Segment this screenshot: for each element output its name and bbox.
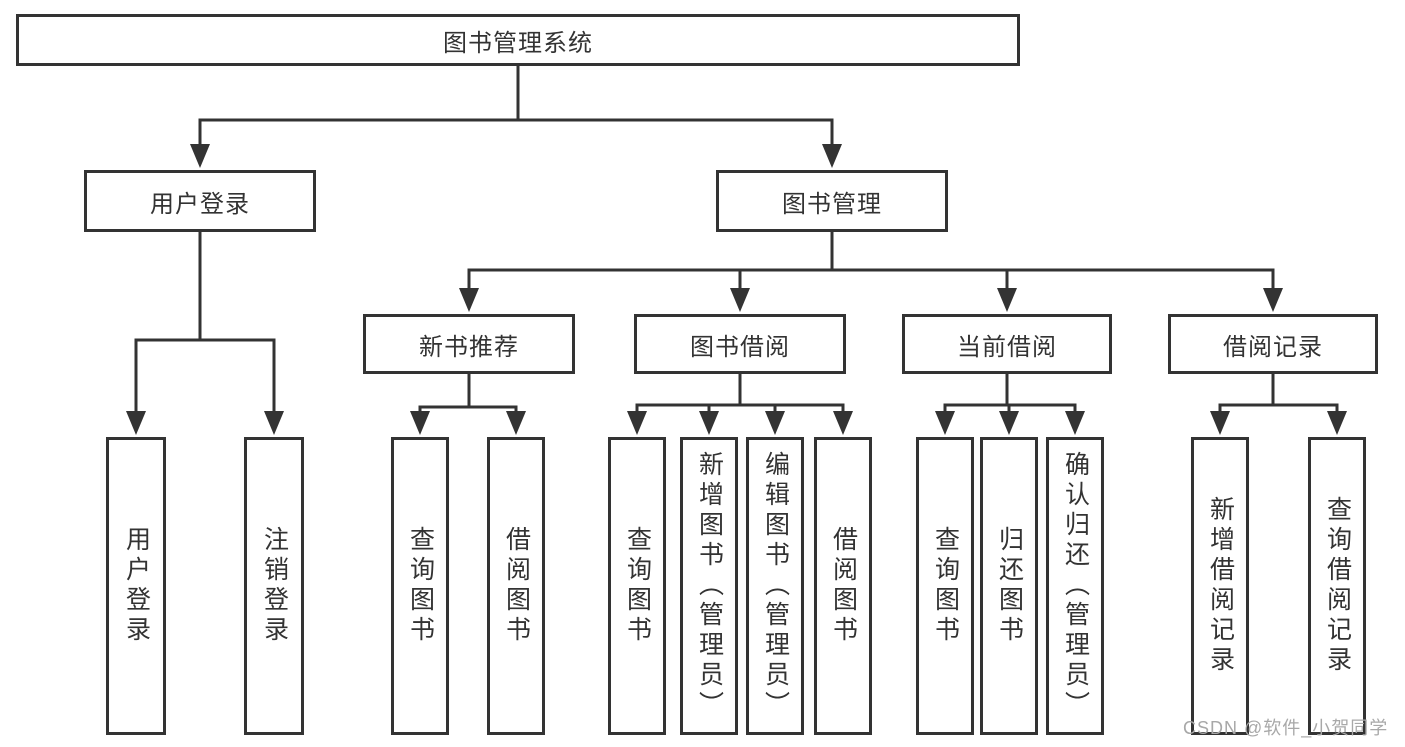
leaf-confirm-return-admin: 确认归还（管理员） — [1046, 437, 1104, 735]
node-label: 归还图书 — [995, 526, 1024, 646]
leaf-user-login: 用户登录 — [106, 437, 166, 735]
node-label: 注销登录 — [260, 526, 289, 646]
node-book-borrow: 图书借阅 — [634, 314, 846, 374]
node-label: 借阅图书 — [829, 526, 858, 646]
node-label: 查询借阅记录 — [1323, 496, 1352, 676]
node-label: 图书管理系统 — [443, 29, 593, 57]
node-label: 查询图书 — [931, 526, 960, 646]
node-label: 查询图书 — [623, 526, 652, 646]
node-label: 图书借阅 — [690, 333, 790, 361]
node-label: 用户登录 — [122, 526, 151, 646]
node-label: 当前借阅 — [957, 333, 1057, 361]
node-label: 查询图书 — [406, 526, 435, 646]
leaf-query-books-current: 查询图书 — [916, 437, 974, 735]
node-label: 新书推荐 — [419, 333, 519, 361]
node-label: 用户登录 — [150, 190, 250, 218]
leaf-borrow-books: 借阅图书 — [814, 437, 872, 735]
leaf-query-books-borrow: 查询图书 — [608, 437, 666, 735]
node-book-management: 图书管理 — [716, 170, 948, 232]
leaf-add-borrow-record: 新增借阅记录 — [1191, 437, 1249, 735]
leaf-edit-books-admin: 编辑图书（管理员） — [746, 437, 804, 735]
node-label: 新增图书（管理员） — [695, 451, 724, 721]
node-borrow-records: 借阅记录 — [1168, 314, 1378, 374]
node-library-management-system: 图书管理系统 — [16, 14, 1020, 66]
node-label: 借阅图书 — [502, 526, 531, 646]
leaf-add-books-admin: 新增图书（管理员） — [680, 437, 738, 735]
leaf-return-books: 归还图书 — [980, 437, 1038, 735]
node-current-borrow: 当前借阅 — [902, 314, 1112, 374]
node-new-book-recommend: 新书推荐 — [363, 314, 575, 374]
leaf-query-borrow-record: 查询借阅记录 — [1308, 437, 1366, 735]
node-label: 图书管理 — [782, 190, 882, 218]
leaf-query-books-recommend: 查询图书 — [391, 437, 449, 735]
node-label: 新增借阅记录 — [1206, 496, 1235, 676]
node-label: 借阅记录 — [1223, 333, 1323, 361]
leaf-logout: 注销登录 — [244, 437, 304, 735]
node-user-login: 用户登录 — [84, 170, 316, 232]
leaf-borrow-books-recommend: 借阅图书 — [487, 437, 545, 735]
csdn-watermark: CSDN @软件_小贺同学 — [1183, 718, 1389, 738]
node-label: 编辑图书（管理员） — [761, 451, 790, 721]
node-label: 确认归还（管理员） — [1061, 451, 1090, 721]
